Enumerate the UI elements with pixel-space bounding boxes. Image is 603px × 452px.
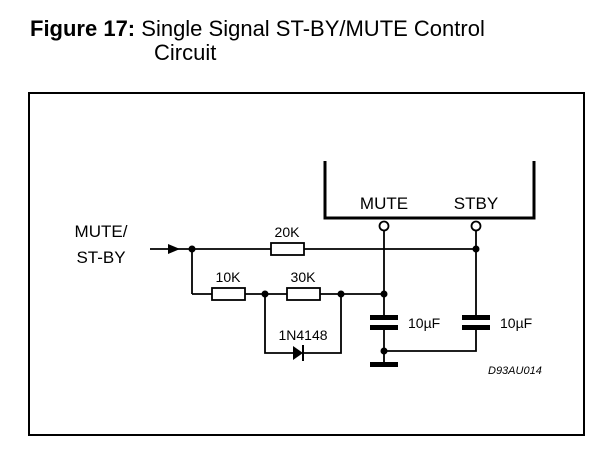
junction-dot (472, 245, 480, 253)
junction-dot (261, 290, 269, 298)
mute-pin-terminal (378, 220, 390, 232)
resistor-20k (270, 242, 305, 256)
input-label-line2: ST-BY (76, 248, 125, 267)
resistor-30k (286, 287, 321, 301)
wire (264, 294, 296, 354)
drawing-code: D93AU014 (488, 365, 542, 377)
capacitor-c2-plate (462, 315, 490, 320)
pin-label-mute: MUTE (360, 194, 408, 213)
figure-number: Figure 17: (30, 16, 136, 41)
input-label-line1: MUTE/ (75, 222, 128, 241)
capacitor-c2-plate (462, 325, 490, 330)
diode-icon (293, 346, 303, 360)
capacitor-c2-label: 10µF (500, 315, 532, 331)
junction-dot (380, 290, 388, 298)
stby-pin-terminal (470, 220, 482, 232)
junction-dot (188, 245, 196, 253)
wire (303, 294, 342, 354)
pin-label-stby: STBY (454, 194, 498, 213)
resistor-10k (211, 287, 246, 301)
capacitor-c1-plate (370, 325, 398, 330)
input-arrow-icon (168, 244, 180, 254)
resistor-20k-label: 20K (275, 224, 301, 240)
resistor-30k-label: 30K (291, 269, 317, 285)
figure-title-text: Single Signal ST-BY/MUTE Control (141, 16, 485, 41)
ic-outline (323, 161, 536, 220)
junction-dot (380, 347, 388, 355)
figure-title-line1: Figure 17: Single Signal ST-BY/MUTE Cont… (30, 17, 485, 41)
figure-title-line2: Circuit (154, 40, 217, 65)
figure-frame (28, 92, 585, 436)
capacitor-c1-plate (370, 315, 398, 320)
wire (384, 330, 477, 352)
resistor-10k-label: 10K (216, 269, 242, 285)
ground-icon (370, 362, 398, 367)
diode-label: 1N4148 (278, 327, 327, 343)
junction-dot (337, 290, 345, 298)
capacitor-c1-label: 10µF (408, 315, 440, 331)
